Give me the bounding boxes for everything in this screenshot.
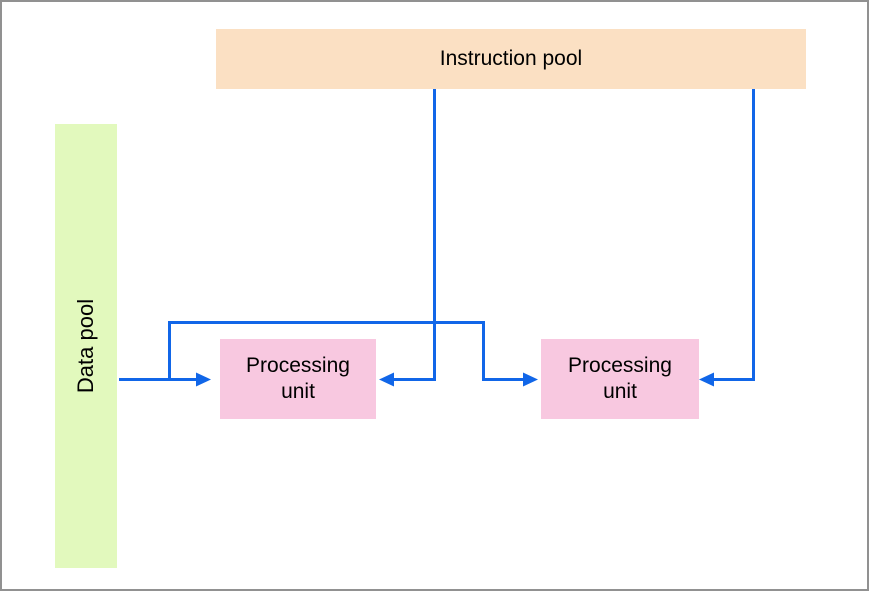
wire-instruction-to-pu1 <box>392 89 436 381</box>
instruction-pool-label: Instruction pool <box>439 47 583 70</box>
data-pool-label: Data pool <box>73 298 98 394</box>
arrowhead-instruction-to-pu1 <box>379 372 394 387</box>
wire-instruction-to-pu2 <box>713 89 755 381</box>
data-pool-node: Data pool <box>55 124 117 568</box>
processing-unit-2-node: Processing unit <box>541 339 699 419</box>
arrowhead-datapool-to-pu1 <box>196 372 211 387</box>
instruction-pool-node: Instruction pool <box>216 29 806 89</box>
arrowhead-datapool-to-pu2 <box>523 372 538 387</box>
processing-unit-1-node: Processing unit <box>220 339 376 419</box>
arrowhead-instruction-to-pu2 <box>699 372 714 387</box>
processing-unit-2-label: Processing unit <box>568 354 672 403</box>
processing-unit-1-label: Processing unit <box>246 354 350 403</box>
